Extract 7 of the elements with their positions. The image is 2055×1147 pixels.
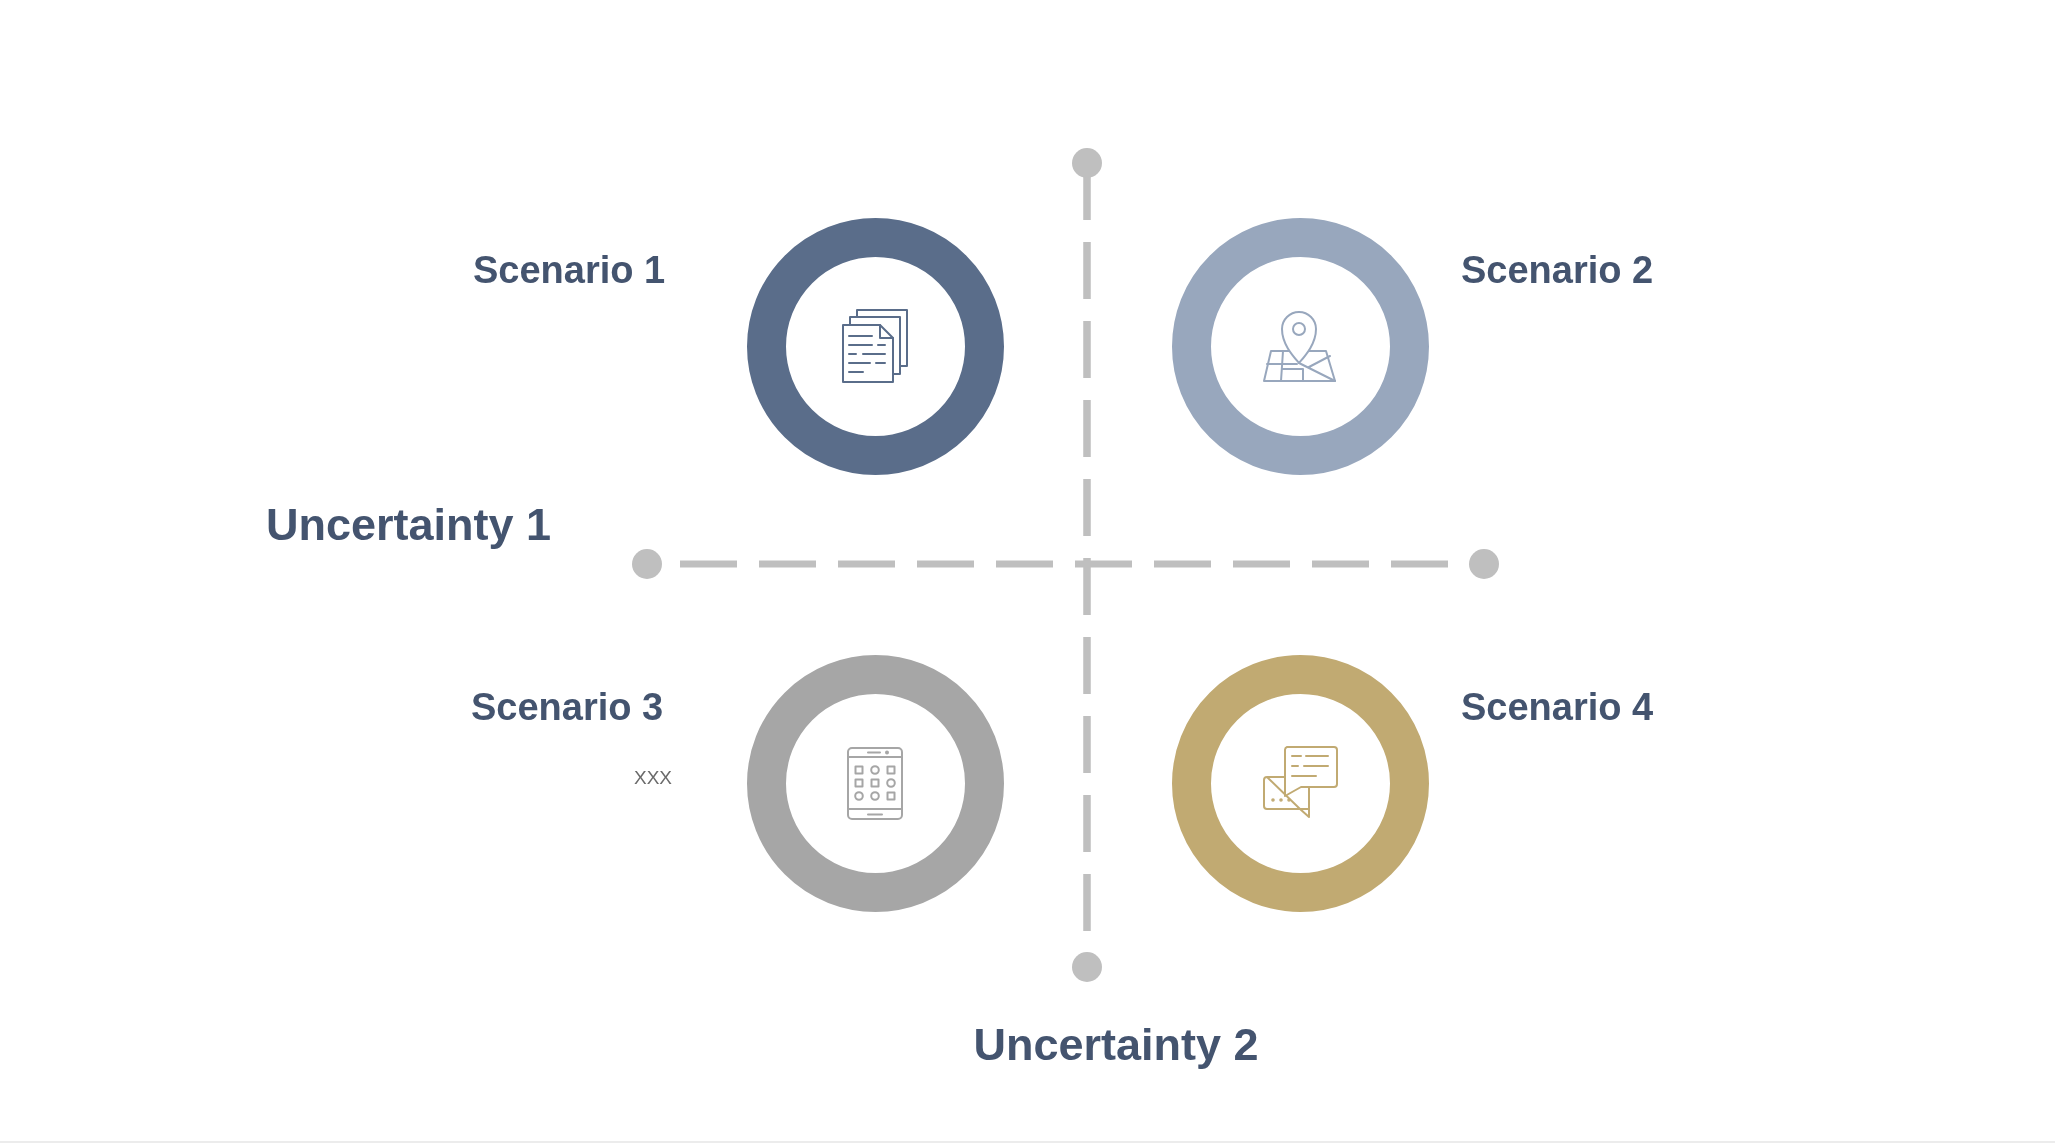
scenario-title: Scenario 3 — [471, 685, 664, 729]
axis-label: Uncertainty 2 — [973, 1019, 1259, 1071]
axis-label: Uncertainty 1 — [266, 499, 552, 551]
body-text: XXX — [634, 767, 673, 789]
scenario-title: Scenario 2 — [1461, 248, 1654, 292]
scenario-title: Scenario 1 — [473, 248, 666, 292]
scenario-title: Scenario 4 — [1461, 685, 1654, 729]
